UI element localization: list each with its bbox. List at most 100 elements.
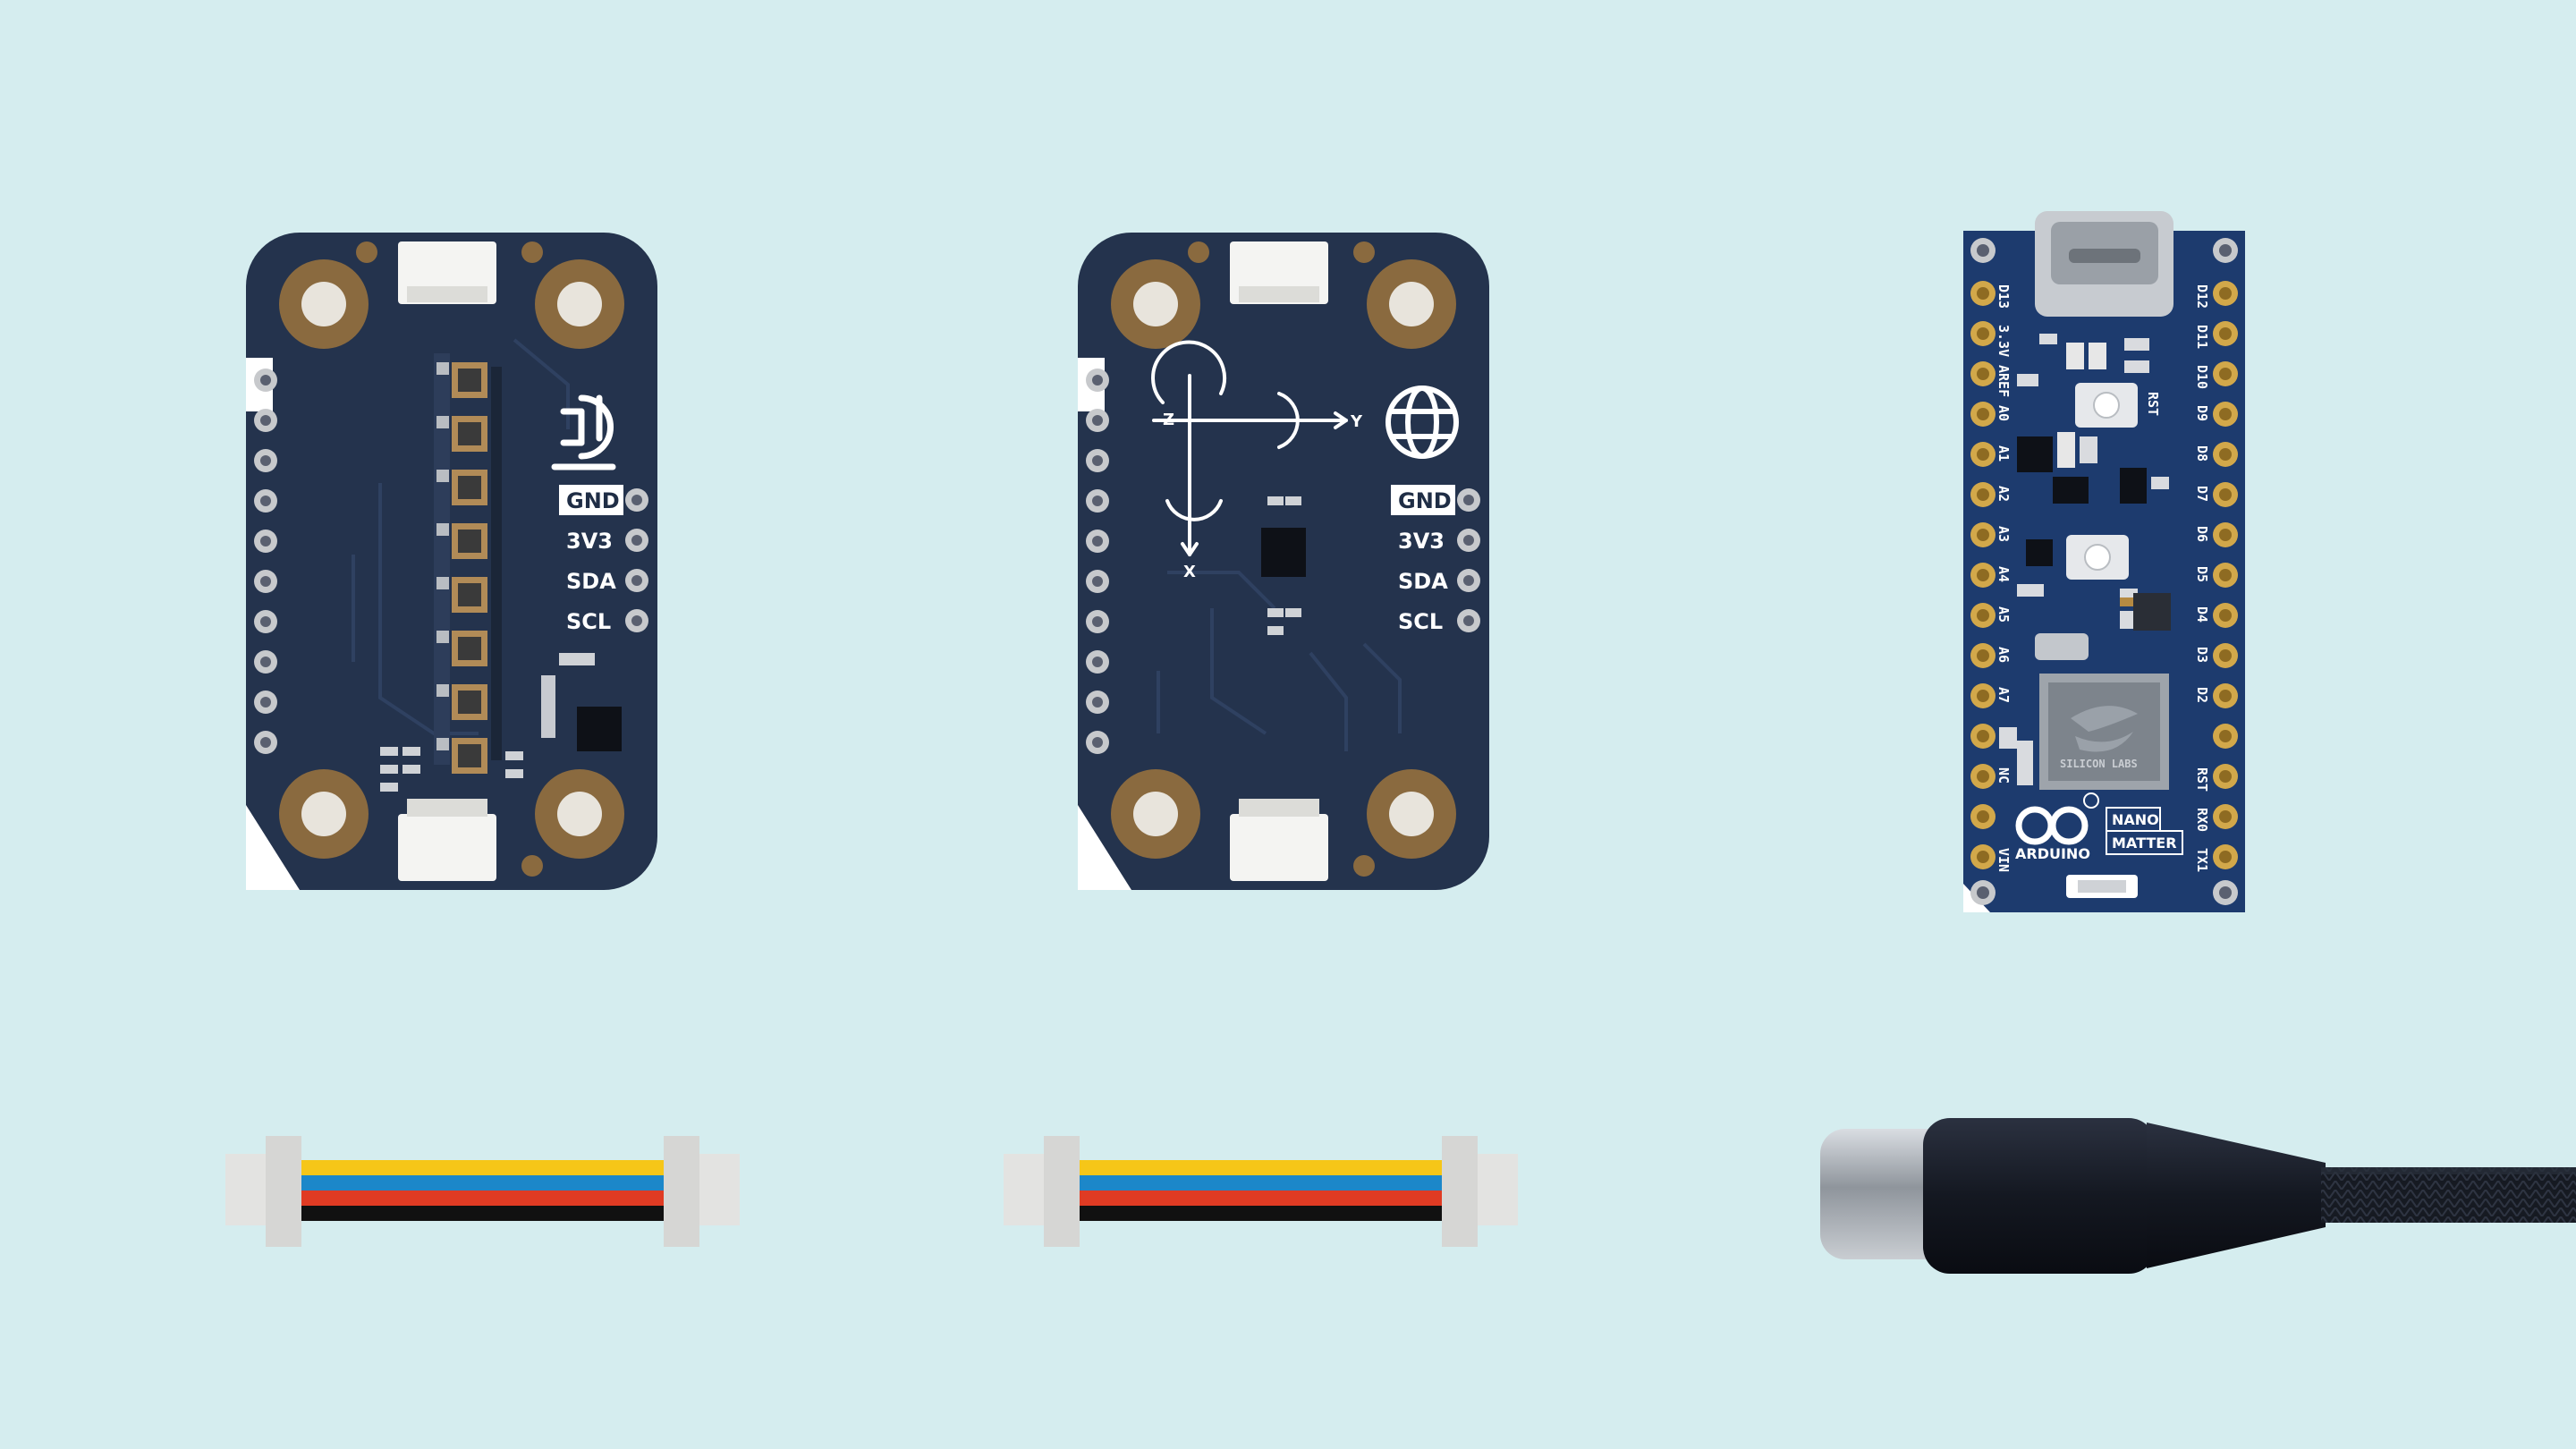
usb-c-port — [2035, 211, 2174, 317]
led — [452, 470, 487, 505]
right-pin-header — [625, 488, 648, 632]
mounting-hole — [1367, 769, 1456, 859]
led — [452, 416, 487, 452]
qwiic-connector-top — [1230, 242, 1328, 304]
qwiic-connector-top — [398, 242, 496, 304]
nano-pin-label: D11 — [2194, 325, 2210, 349]
nano-pin-label: D8 — [2194, 445, 2210, 462]
qfn-package — [2133, 593, 2171, 631]
pin-label-gnd: GND — [1398, 488, 1452, 513]
module-pixels: GND 3V3 SDA SCL — [246, 233, 657, 890]
plug-icon — [551, 394, 616, 470]
led — [452, 631, 487, 666]
nano-pin-label: A0 — [1996, 405, 2012, 421]
wire-red — [1080, 1191, 1442, 1206]
led — [452, 523, 487, 559]
nano-pin-label: AREF — [1996, 365, 2012, 397]
braided-cable — [2321, 1167, 2576, 1223]
nano-pin-label: A5 — [1996, 606, 2012, 623]
microcontroller-chip — [577, 707, 622, 751]
wire-yellow — [1080, 1160, 1442, 1175]
mounting-hole — [1111, 769, 1200, 859]
mounting-hole — [535, 769, 624, 859]
wire-blue — [1080, 1175, 1442, 1191]
chip-vendor-label: SILICON LABS — [2060, 758, 2138, 770]
nano-pin-label: RX0 — [2194, 808, 2210, 832]
wire-black — [301, 1206, 664, 1221]
mounting-hole — [535, 259, 624, 349]
wire-blue — [301, 1175, 664, 1191]
wire-red — [301, 1191, 664, 1206]
pin-label-scl: SCL — [1398, 609, 1443, 634]
pin-label-3v3: 3V3 — [1398, 529, 1445, 554]
nano-pin-label: VIN — [1996, 848, 2012, 872]
qwiic-cable-2 — [1004, 1136, 1518, 1247]
axis-label-x: X — [1183, 563, 1196, 581]
mounting-hole — [279, 769, 369, 859]
usb-c-cable — [1820, 1118, 2576, 1274]
nano-pin-label: RST — [2194, 767, 2210, 792]
axis-label-z: Z — [1163, 411, 1174, 429]
left-pin-pads — [1970, 281, 1996, 869]
mounting-hole — [1111, 259, 1200, 349]
nano-pin-label: A1 — [1996, 445, 2012, 462]
pin-label-scl: SCL — [566, 609, 611, 634]
mounting-hole — [1367, 259, 1456, 349]
brand-label: ARDUINO — [2015, 845, 2090, 862]
silicon-labs-module: SILICON LABS — [2039, 674, 2169, 790]
wire-yellow — [301, 1160, 664, 1175]
nano-pin-label: A3 — [1996, 526, 2012, 542]
pin-label-sda: SDA — [566, 569, 616, 594]
globe-icon — [1385, 386, 1459, 459]
led — [452, 362, 487, 398]
left-pin-header — [254, 369, 277, 754]
nano-pin-label: D5 — [2194, 566, 2210, 582]
nano-pin-label: A2 — [1996, 486, 2012, 502]
reset-button[interactable] — [2075, 383, 2138, 428]
nano-pin-label: D2 — [2194, 687, 2210, 703]
wire-black — [1080, 1206, 1442, 1221]
axis-label-y: Y — [1350, 412, 1363, 431]
pin-label-sda: SDA — [1398, 569, 1448, 594]
qwiic-cable-1 — [225, 1136, 740, 1247]
qwiic-connector-bottom — [1230, 799, 1328, 881]
model-label-line1: NANO — [2112, 811, 2159, 828]
led — [452, 577, 487, 613]
nano-pin-label: D6 — [2194, 526, 2210, 542]
nano-pin-label: D3 — [2194, 647, 2210, 663]
model-badge: NANO MATTER — [2106, 807, 2183, 855]
rst-label: RST — [2145, 392, 2161, 416]
mounting-hole — [279, 259, 369, 349]
pin-label-gnd: GND — [566, 488, 620, 513]
led — [452, 684, 487, 720]
led — [452, 738, 487, 774]
nano-pin-label: NC — [1996, 767, 2012, 784]
module-movement: Z Y X GND 3V3 SDA SCL — [1078, 233, 1489, 890]
nano-pin-label: D12 — [2194, 284, 2210, 309]
arduino-nano-matter: D13 3.3V AREF A0 A1 A2 A3 A4 A5 A6 A7 5V… — [1963, 211, 2245, 912]
led-array — [434, 353, 502, 774]
nano-pin-label: A7 — [1996, 687, 2012, 703]
registered-icon — [2083, 792, 2099, 809]
nano-pin-label: 3.3V — [1996, 325, 2012, 357]
axis-diagram — [1151, 340, 1348, 556]
nano-pin-label: D9 — [2194, 405, 2210, 421]
nano-pin-label: D4 — [2194, 606, 2210, 623]
qwiic-connector-bottom — [398, 799, 496, 881]
user-button[interactable] — [2066, 535, 2129, 580]
pin-label-3v3: 3V3 — [566, 529, 613, 554]
nano-pin-label: A4 — [1996, 566, 2012, 582]
arduino-logo — [2015, 806, 2089, 845]
right-pin-pads — [2213, 281, 2238, 869]
model-label-line2: MATTER — [2112, 835, 2177, 852]
right-pin-header — [1457, 488, 1480, 632]
usb-c-housing — [1923, 1118, 2156, 1274]
left-pin-header — [1086, 369, 1109, 754]
nano-pin-label: A6 — [1996, 647, 2012, 663]
imu-chip — [1261, 528, 1306, 577]
nano-pin-label: TX1 — [2194, 848, 2210, 872]
nano-pin-label: D7 — [2194, 486, 2210, 502]
nano-pin-label: D13 — [1996, 284, 2012, 309]
